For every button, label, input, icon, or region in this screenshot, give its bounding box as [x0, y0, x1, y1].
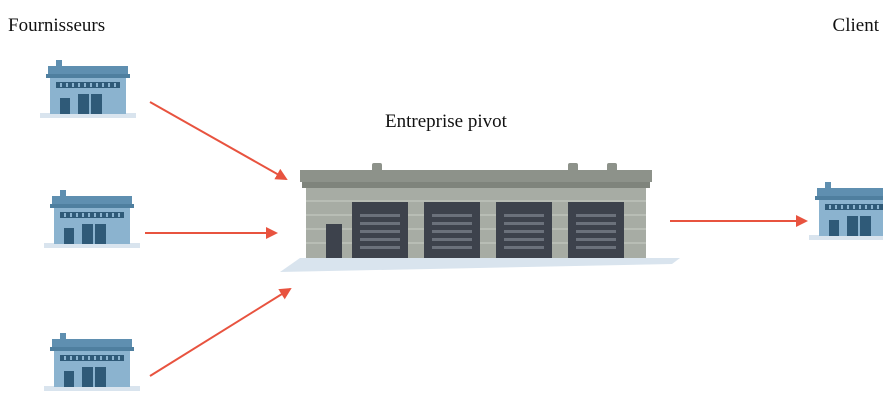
supplier-factory-icon [40, 60, 136, 118]
pivot-warehouse-icon [280, 163, 680, 272]
supplier-factory-icon [44, 190, 140, 248]
supplier-3-arrow [149, 287, 292, 377]
client-label: Client [832, 15, 879, 36]
suppliers-label: Fournisseurs [8, 15, 106, 36]
client-factory-icon [809, 182, 883, 240]
supplier-1-arrow [149, 101, 288, 180]
pivot-label: Entreprise pivot [385, 111, 507, 132]
supplier-factory-icon [44, 333, 140, 391]
